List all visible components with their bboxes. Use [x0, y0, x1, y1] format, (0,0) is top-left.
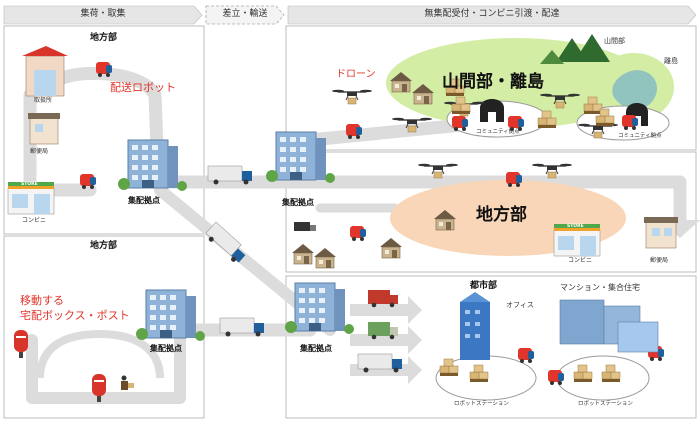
mountain-icon	[540, 34, 610, 64]
region-urban: 都市部	[470, 281, 498, 291]
region-mountain-island: 山間部・離島	[442, 72, 544, 92]
header-delivery: 無集配受付・コンビニ引渡・配達	[424, 9, 560, 19]
apartment-icon	[559, 299, 659, 353]
post-office-icon	[22, 46, 68, 97]
region-rural-right: 地方部	[476, 205, 527, 225]
label-convenience-left: コンビニ	[22, 217, 47, 224]
panel-mountain	[285, 25, 697, 151]
label-mountain: 山間部	[604, 37, 625, 45]
label-hub-bottom-right: 集配拠点	[300, 344, 332, 353]
person-icon	[121, 375, 134, 390]
post-office-left-icon	[28, 113, 60, 145]
building-icon	[284, 282, 355, 335]
label-community-2: コミュニティ拠点	[618, 133, 662, 139]
panel-rural-collect	[3, 25, 205, 235]
office-building-icon	[460, 292, 490, 360]
building-icon	[135, 289, 206, 342]
header-arrow-transport	[205, 5, 285, 25]
label-hub-bottom-left: 集配拠点	[150, 344, 182, 353]
building-icon	[265, 131, 336, 184]
label-community-1: コミュニティ拠点	[476, 129, 520, 135]
label-robot-station-2: ロボットステーション	[578, 401, 633, 407]
header-collection: 集荷・取集	[80, 9, 126, 19]
region-rural-top: 地方部	[90, 33, 118, 43]
post-office-right-icon	[644, 217, 678, 249]
mailbox-icon	[14, 330, 28, 358]
urban-arrows	[350, 296, 422, 384]
label-delivery-robot: 配送ロボット	[110, 81, 176, 94]
header-transport: 差立・輸送	[222, 9, 268, 19]
label-robot-station-1: ロボットステーション	[454, 401, 509, 407]
truck-icon	[203, 165, 403, 373]
header-arrow-collection	[3, 5, 203, 25]
label-drone: ドローン	[336, 69, 376, 80]
panel-rural-right	[285, 151, 697, 273]
label-hub-top-left: 集配拠点	[128, 196, 160, 205]
label-post-office-left: 郵便局	[30, 148, 49, 155]
label-post-office-right: 郵便局	[650, 257, 669, 264]
store-sign-left: STORE	[21, 182, 38, 187]
store-sign-right: STORE	[567, 224, 584, 229]
panel-urban	[285, 275, 697, 419]
region-rural-bottom: 地方部	[90, 241, 118, 251]
label-hub-top-right: 集配拠点	[282, 198, 314, 207]
header-arrow-delivery	[287, 5, 697, 25]
label-mobile-box: 移動する 宅配ボックス・ポスト	[20, 294, 130, 322]
label-convenience-right: コンビニ	[568, 257, 593, 264]
label-island: 離島	[664, 57, 678, 65]
label-post-office-collect: 取扱所	[34, 97, 53, 104]
label-apartment: マンション・集合住宅	[560, 283, 640, 292]
label-office: オフィス	[506, 301, 534, 309]
building-icon	[117, 139, 188, 192]
